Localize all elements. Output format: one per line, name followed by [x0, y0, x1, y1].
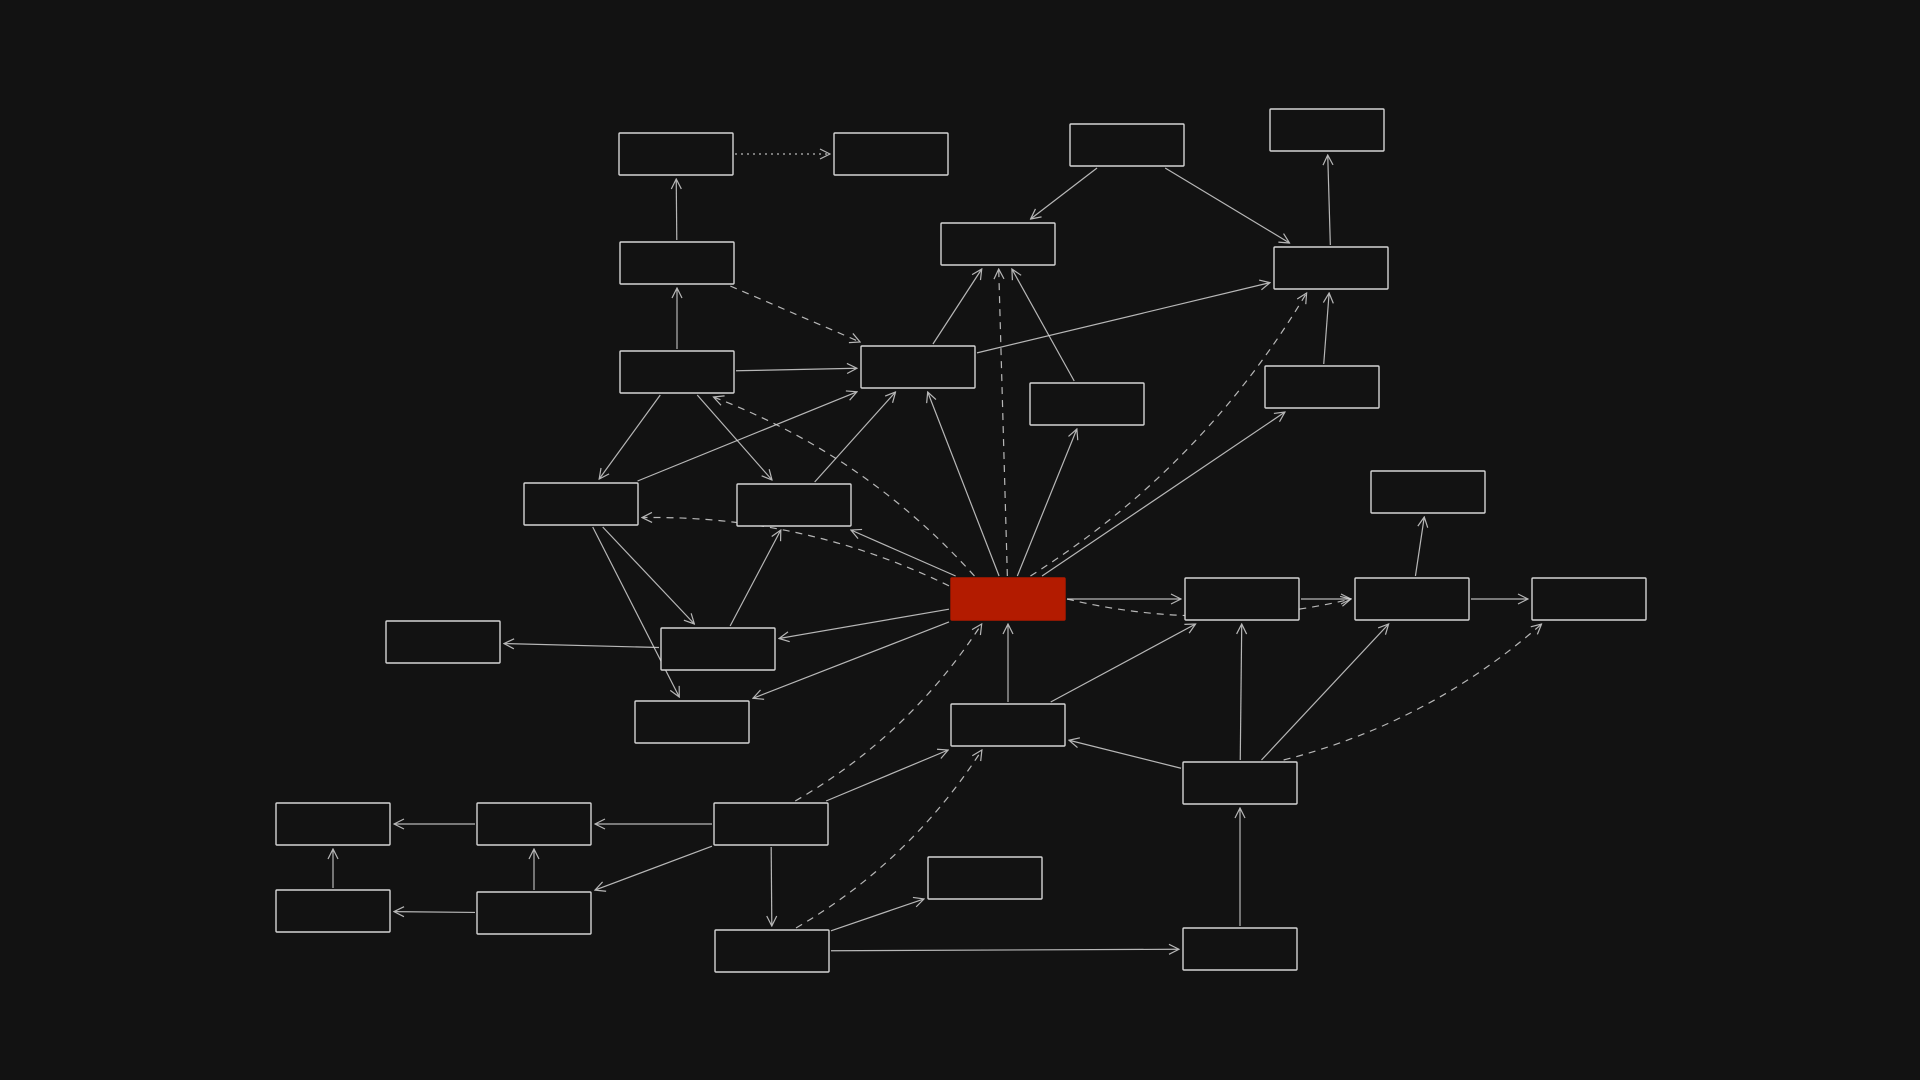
edge-n-left-mid-to-n-upper-center — [637, 392, 857, 482]
nodes-layer — [275, 108, 1647, 973]
node-top-right[interactable] — [1269, 108, 1385, 152]
node-center-lower[interactable] — [950, 703, 1066, 747]
edge-n-center-lower-to-n-right-box-a — [1050, 624, 1196, 703]
edge-n-hub-to-n-top-center — [999, 269, 1008, 577]
node-right-box-c[interactable] — [1531, 577, 1647, 621]
node-right-box-b[interactable] — [1354, 577, 1470, 621]
edge-n-left-upper-to-n-left-mid — [599, 394, 661, 479]
edge-n-hub-to-n-left-lower-a — [779, 608, 950, 638]
node-bottom-small[interactable] — [927, 856, 1043, 900]
node-bottom-right[interactable] — [1182, 927, 1298, 971]
node-right-mid[interactable] — [1264, 365, 1380, 409]
edge-n-hub-to-n-right-upper — [1030, 293, 1306, 577]
edge-n-bottom-center-to-n-bottom-small — [830, 899, 924, 932]
edge-n-top-left-b-to-n-upper-center — [730, 285, 860, 342]
edge-n-upper-center-to-n-right-upper — [976, 283, 1270, 354]
node-top-left-a[interactable] — [618, 132, 734, 176]
edge-n-hub-to-n-upper-center — [928, 392, 1000, 577]
edge-n-left-mid-to-n-left-lower-b — [592, 526, 680, 697]
edge-n-bl-d-to-n-bl-c — [394, 912, 476, 913]
edge-n-bottom-center-to-n-bottom-right — [830, 949, 1179, 950]
node-top-right-small[interactable] — [1069, 123, 1185, 167]
node-center-right-mid[interactable] — [1029, 382, 1145, 426]
node-bottom-center-left[interactable] — [713, 802, 829, 846]
edge-n-center-mid-to-n-upper-center — [814, 392, 896, 483]
node-left-lower-b[interactable] — [634, 700, 750, 744]
edge-n-hub-to-n-left-lower-b — [753, 621, 950, 698]
edge-n-bottom-center-left-to-n-center-lower — [825, 750, 948, 802]
edge-n-bottom-center-left-to-n-bottom-center — [771, 846, 772, 926]
node-top-left-b[interactable] — [619, 241, 735, 285]
node-left-lower-a[interactable] — [660, 627, 776, 671]
node-left-mid[interactable] — [523, 482, 639, 526]
edge-n-hub-to-n-left-mid — [642, 517, 950, 587]
edge-n-right-lower-to-n-center-lower — [1069, 740, 1182, 769]
edge-n-bottom-center-to-n-center-lower — [795, 750, 982, 929]
edge-n-right-mid-to-n-right-upper — [1324, 293, 1329, 365]
edge-n-hub-to-n-center-mid — [851, 530, 956, 577]
edges-layer — [333, 154, 1542, 951]
node-bl-d[interactable] — [476, 891, 592, 935]
edge-n-left-upper-to-n-upper-center — [735, 368, 857, 371]
edge-n-top-right-small-to-n-right-upper — [1164, 167, 1289, 243]
edge-n-right-lower-to-n-right-box-b — [1261, 624, 1389, 761]
edge-n-right-lower-to-n-right-box-a — [1240, 624, 1241, 761]
edge-n-left-upper-to-n-center-mid — [696, 394, 772, 480]
edge-n-top-right-small-to-n-top-center — [1031, 167, 1098, 219]
node-right-upper[interactable] — [1273, 246, 1389, 290]
edge-n-right-upper-to-n-top-right — [1328, 155, 1331, 246]
node-far-left[interactable] — [385, 620, 501, 664]
edge-n-center-right-mid-to-n-top-center — [1012, 269, 1075, 382]
edge-n-right-lower-to-n-right-box-c — [1283, 624, 1542, 761]
edge-n-left-lower-a-to-n-center-mid — [729, 530, 781, 627]
node-left-upper[interactable] — [619, 350, 735, 394]
edge-n-left-lower-a-to-n-far-left — [504, 644, 660, 648]
edge-n-top-left-b-to-n-top-left-a — [676, 179, 677, 241]
node-bottom-center[interactable] — [714, 929, 830, 973]
node-top-center-a2[interactable] — [833, 132, 949, 176]
edge-n-bottom-center-left-to-n-bl-d — [595, 845, 713, 890]
edge-n-right-box-b-to-n-right-box-d — [1414, 517, 1424, 577]
edge-n-left-mid-to-n-left-lower-a — [602, 526, 695, 624]
edge-n-hub-to-n-center-right-mid — [1016, 429, 1077, 577]
node-top-center[interactable] — [940, 222, 1056, 266]
node-bl-b[interactable] — [476, 802, 592, 846]
edge-n-hub-to-n-left-upper — [713, 397, 975, 577]
node-right-box-a[interactable] — [1184, 577, 1300, 621]
node-bl-a[interactable] — [275, 802, 391, 846]
node-bl-c[interactable] — [275, 889, 391, 933]
node-right-lower[interactable] — [1182, 761, 1298, 805]
edge-n-bottom-center-left-to-n-hub — [794, 624, 981, 802]
edge-n-hub-to-n-right-mid — [1041, 412, 1285, 577]
edge-n-upper-center-to-n-top-center — [932, 269, 982, 345]
node-upper-center[interactable] — [860, 345, 976, 389]
node-center-mid[interactable] — [736, 483, 852, 527]
node-right-box-d[interactable] — [1370, 470, 1486, 514]
node-hub[interactable] — [950, 577, 1066, 621]
